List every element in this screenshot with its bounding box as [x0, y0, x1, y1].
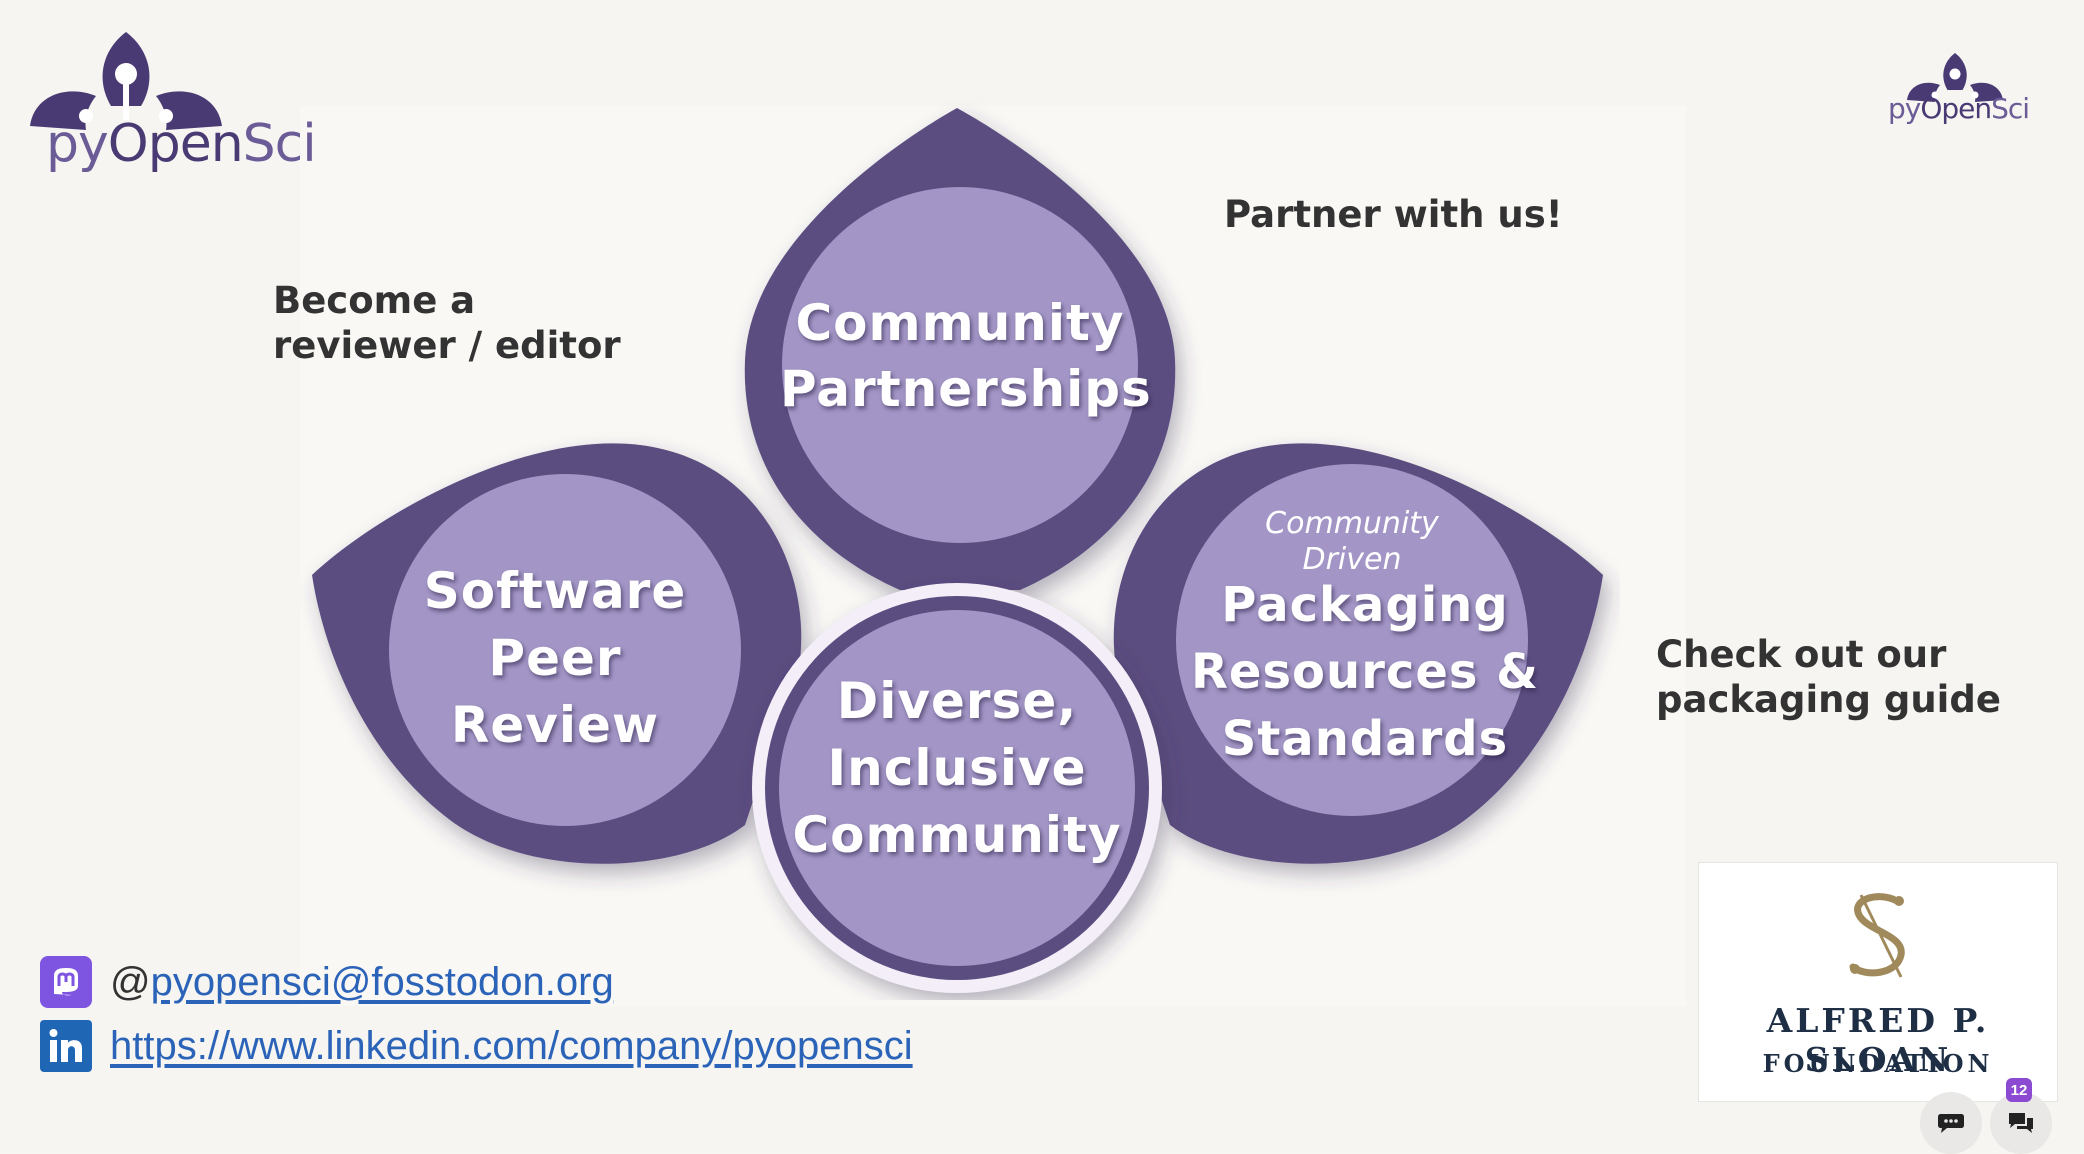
flower-diagram — [312, 108, 1603, 993]
logo-wordmark-small: pyOpenSci — [1888, 92, 2030, 125]
mastodon-icon — [40, 956, 92, 1008]
sloan-s-mark-icon — [1849, 893, 1905, 978]
chat-bubble-icon — [1938, 1114, 1964, 1133]
linkedin-link[interactable]: https://www.linkedin.com/company/pyopens… — [110, 1023, 913, 1068]
linkedin-icon — [40, 1020, 92, 1072]
label-community-partnerships: Community Partnerships — [780, 294, 1152, 418]
comments-button[interactable] — [1990, 1092, 2052, 1154]
chat-button[interactable] — [1920, 1092, 1982, 1154]
contact-mastodon: @pyopensci@fosstodon.org — [40, 956, 614, 1008]
label-packaging-resources-standards: Packaging Resources & Standards — [1190, 577, 1540, 767]
pyopensci-flower-icon-small — [1907, 53, 2003, 102]
sloan-foundation-logo: ALFRED P. SLOAN FOUNDATION — [1698, 862, 2058, 1102]
petal-diverse-inclusive-community — [752, 583, 1162, 993]
callout-partner: Partner with us! — [1224, 193, 1563, 236]
label-diverse-inclusive-community: Diverse, Inclusive Community — [792, 672, 1122, 864]
petal-community-partnerships — [744, 108, 1176, 590]
unread-count-badge: 12 — [2006, 1078, 2032, 1102]
mastodon-link[interactable]: pyopensci@fosstodon.org — [150, 959, 614, 1004]
label-software-peer-review: Software Peer Review — [423, 562, 687, 754]
pyopensci-logo: pyOpenSci — [26, 26, 317, 186]
callout-packaging-guide: Check out our packaging guide — [1656, 633, 2001, 721]
sloan-foundation-text: FOUNDATION — [1762, 1049, 1994, 1078]
pyopensci-flower-icon — [30, 32, 222, 130]
contact-linkedin: https://www.linkedin.com/company/pyopens… — [40, 1020, 913, 1072]
mastodon-at-symbol: @ — [110, 959, 151, 1004]
pyopensci-logo-small: pyOpenSci — [1880, 50, 2030, 130]
logo-wordmark: pyOpenSci — [46, 114, 317, 174]
sloan-name: ALFRED P. SLOAN — [1766, 1001, 1990, 1079]
petal-software-peer-review — [312, 443, 802, 864]
label-community-driven: Community Driven — [1265, 506, 1439, 577]
petal-packaging-resources — [1113, 443, 1603, 864]
comments-icon — [2009, 1113, 2033, 1133]
callout-become-reviewer: Become a reviewer / editor — [273, 279, 621, 367]
